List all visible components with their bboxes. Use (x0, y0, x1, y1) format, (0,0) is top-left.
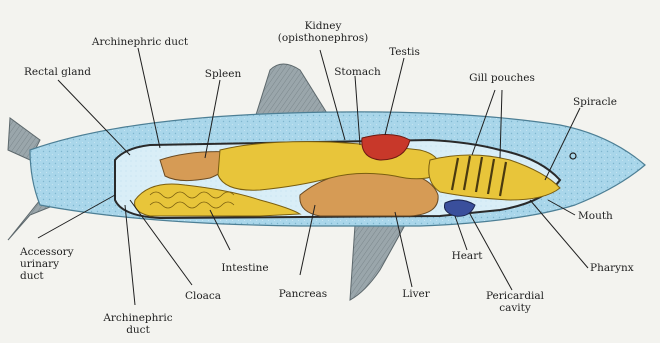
label-archinephric-duct-bottom: Archinephric duct (98, 312, 178, 336)
pectoral-fin (350, 225, 405, 300)
label-kidney-line2: (opisthonephros) (268, 32, 378, 44)
label-mouth: Mouth (578, 210, 613, 222)
label-intestine: Intestine (210, 262, 280, 274)
label-stomach: Stomach (330, 66, 385, 78)
label-pharynx: Pharynx (590, 262, 634, 274)
label-pericardial-line1: Pericardial (480, 290, 550, 302)
label-spleen: Spleen (198, 68, 248, 80)
dorsal-fin (255, 64, 330, 118)
label-archinephric-bottom-line2: duct (98, 324, 178, 336)
label-pancreas: Pancreas (270, 288, 336, 300)
label-archinephric-duct-top: Archinephric duct (80, 36, 200, 48)
label-pericardial-line2: cavity (480, 302, 550, 314)
label-cloaca: Cloaca (178, 290, 228, 302)
label-archinephric-bottom-line1: Archinephric (98, 312, 178, 324)
label-accessory-line1: Accessory (20, 246, 74, 258)
label-accessory-line3: duct (20, 270, 74, 282)
label-gill-pouches: Gill pouches (462, 72, 542, 84)
label-rectal-gland: Rectal gland (24, 66, 91, 78)
label-liver: Liver (398, 288, 434, 300)
label-kidney-line1: Kidney (268, 20, 378, 32)
label-heart: Heart (447, 250, 487, 262)
label-accessory-urinary-duct: Accessory urinary duct (20, 246, 74, 282)
label-testis: Testis (382, 46, 427, 58)
label-spiracle: Spiracle (565, 96, 625, 108)
label-kidney: Kidney (opisthonephros) (268, 20, 378, 44)
label-accessory-line2: urinary (20, 258, 74, 270)
label-pericardial-cavity: Pericardial cavity (480, 290, 550, 314)
